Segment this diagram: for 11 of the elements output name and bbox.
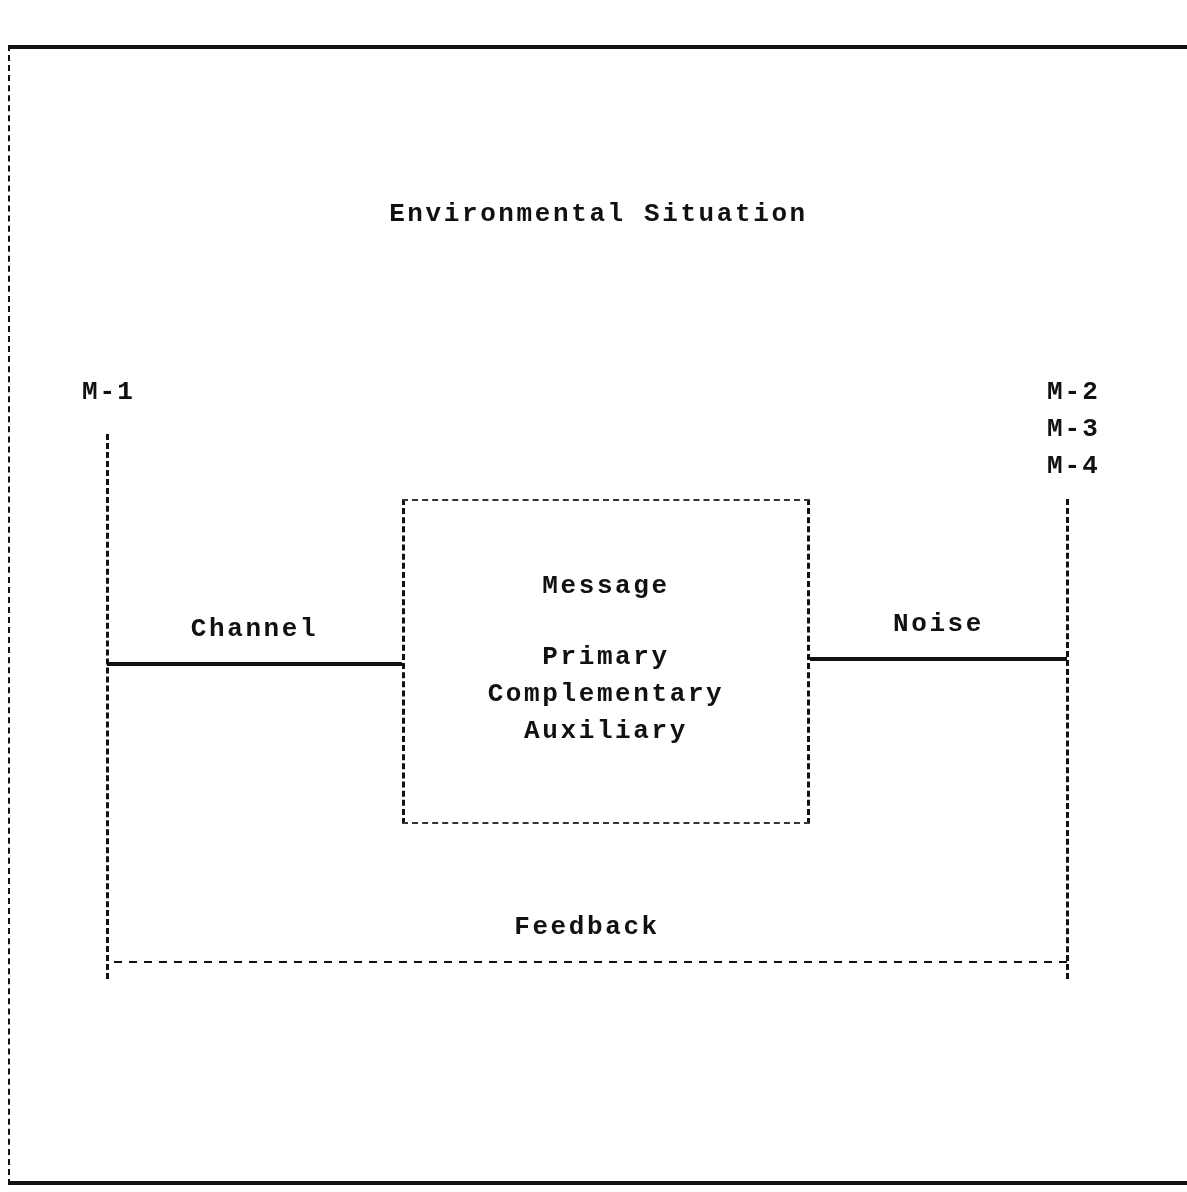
bar-label: M-3 <box>1047 413 1101 446</box>
connector-line <box>810 657 1067 661</box>
connector-line <box>107 662 402 666</box>
message-box <box>402 499 810 824</box>
bar-label: M-4 <box>1047 450 1101 483</box>
box-text: Primary Complementary Auxiliary <box>486 641 726 748</box>
environment-frame <box>8 45 1187 1185</box>
box-heading: Message <box>542 571 670 601</box>
bar-label: M-1 <box>82 376 136 409</box>
bar-label: M-2 <box>1047 376 1101 409</box>
frame-title: Environmental Situation <box>388 199 809 229</box>
